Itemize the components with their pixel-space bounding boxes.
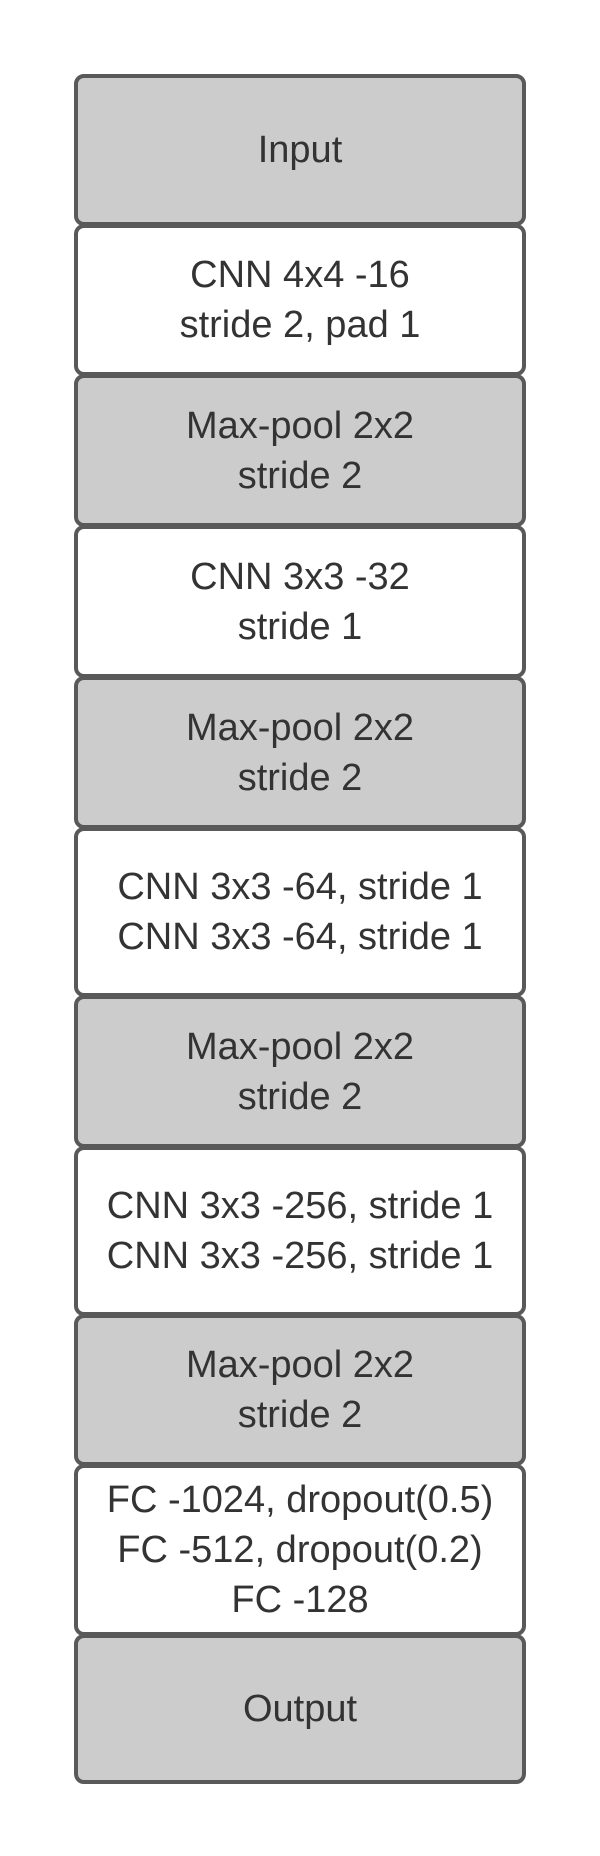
layer-label: CNN 3x3 -32: [190, 555, 410, 598]
layer-label: Input: [257, 129, 343, 171]
layer-label: Max-pool 2x2: [185, 706, 415, 749]
layer-label: stride 2: [237, 454, 363, 497]
layer-label: CNN 3x3 -256, stride 1: [106, 1235, 494, 1277]
layer-label: CNN 3x3 -256, stride 1: [106, 1185, 494, 1227]
layer-conv-3x3-32: CNN 3x3 -32 stride 1: [74, 525, 526, 678]
layer-conv-3x3-64-block: CNN 3x3 -64, stride 1 CNN 3x3 -64, strid…: [74, 827, 526, 997]
layer-output: Output: [74, 1634, 526, 1784]
layer-fully-connected-block: FC -1024, dropout(0.5) FC -512, dropout(…: [74, 1464, 526, 1636]
layer-label: stride 2: [237, 1394, 363, 1436]
layer-label: stride 2: [237, 1075, 363, 1118]
layer-maxpool-2: Max-pool 2x2 stride 2: [74, 676, 526, 829]
layer-label: FC -512, dropout(0.2): [117, 1529, 483, 1571]
layer-maxpool-4: Max-pool 2x2 stride 2: [74, 1314, 526, 1466]
layer-conv-3x3-256-block: CNN 3x3 -256, stride 1 CNN 3x3 -256, str…: [74, 1146, 526, 1316]
layer-maxpool-3: Max-pool 2x2 stride 2: [74, 995, 526, 1148]
layer-label: Output: [242, 1688, 358, 1730]
layer-label: FC -128: [231, 1579, 369, 1621]
layer-label: Max-pool 2x2: [185, 1025, 415, 1068]
layer-label: FC -1024, dropout(0.5): [106, 1479, 494, 1521]
layer-label: stride 2, pad 1: [179, 304, 421, 346]
layer-label: CNN 3x3 -64, stride 1: [117, 866, 483, 908]
layer-label: Max-pool 2x2: [185, 1344, 415, 1386]
layer-label: stride 1: [237, 605, 363, 648]
layer-conv-4x4-16: CNN 4x4 -16 stride 2, pad 1: [74, 224, 526, 376]
layer-label: CNN 3x3 -64, stride 1: [117, 916, 483, 958]
layer-maxpool-1: Max-pool 2x2 stride 2: [74, 374, 526, 527]
layer-label: Max-pool 2x2: [185, 404, 415, 447]
layer-input: Input: [74, 74, 526, 226]
layer-label: CNN 4x4 -16: [190, 254, 410, 296]
layer-label: stride 2: [237, 756, 363, 799]
